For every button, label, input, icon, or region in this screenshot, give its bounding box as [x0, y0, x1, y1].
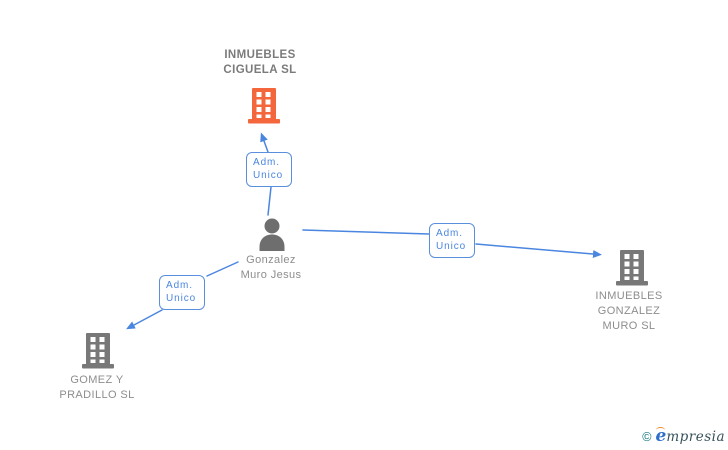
- connector-person-to-admbox-top: [267, 186, 272, 216]
- building-icon-highlighted: [248, 88, 280, 129]
- copyright-icon: ©: [642, 430, 652, 444]
- connector-admbox-to-gomez-pradillo: [126, 309, 163, 330]
- company-label: INMUEBLES CIGUELA SL: [223, 49, 297, 76]
- brand-accent-swirl: [656, 427, 666, 433]
- person-label: Gonzalez Muro Jesus: [240, 254, 302, 281]
- company-label: GOMEZ Y PRADILLO SL: [59, 374, 135, 401]
- person-icon: [257, 218, 287, 256]
- edge-label-adm-unico-top: Adm. Unico: [246, 152, 292, 187]
- connector-admbox-to-inmuebles-gonzalez: [475, 243, 602, 258]
- connector-person-to-admbox-right: [302, 229, 430, 235]
- connector-admbox-to-ciguela: [260, 132, 269, 153]
- building-icon: [616, 250, 648, 291]
- brand-letter-e: e: [655, 426, 667, 446]
- company-label: INMUEBLES GONZALEZ MURO SL: [595, 290, 663, 332]
- connector-person-to-admbox-left: [206, 261, 239, 277]
- edge-label-adm-unico-left: Adm. Unico: [159, 275, 205, 310]
- empresia-logo[interactable]: © e mpresia: [642, 426, 725, 446]
- brand-text: mpresia: [666, 429, 725, 445]
- edge-label-adm-unico-right: Adm. Unico: [429, 223, 475, 258]
- building-icon: [82, 333, 114, 374]
